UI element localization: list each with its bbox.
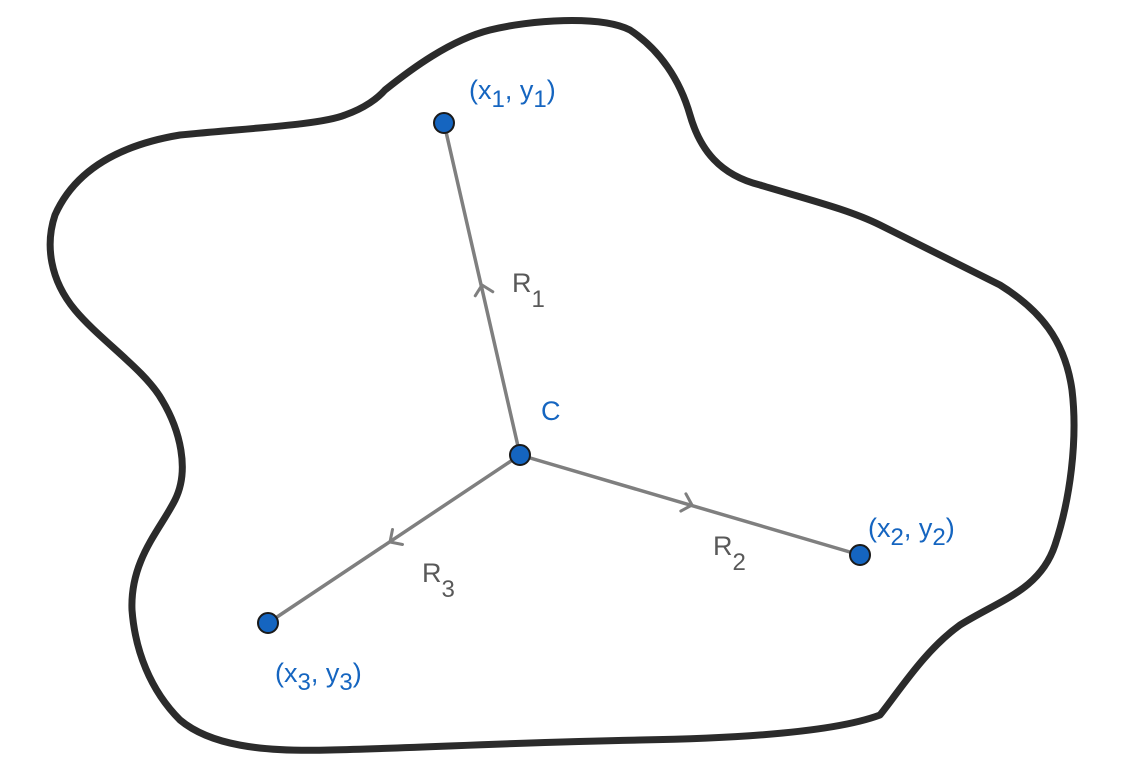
vector-r3-arrowhead [388, 528, 404, 546]
vector-r1-label: R1 [512, 268, 545, 313]
vector-r2-arrowhead [679, 492, 694, 513]
vector-r3-line [266, 453, 522, 625]
region-outline [46, 17, 1078, 754]
point-3-label: (x3, y3) [275, 658, 362, 696]
point-1-label: (x1, y1) [469, 75, 556, 113]
vector-r1-line [442, 121, 522, 457]
vector-r1-arrowhead [473, 283, 495, 298]
point-2-marker [849, 544, 871, 566]
centroid-marker [509, 444, 531, 466]
point-1-marker [433, 112, 455, 134]
point-3-marker [257, 612, 279, 634]
centroid-label: C [541, 396, 561, 426]
vector-r2-label: R2 [713, 531, 746, 576]
vector-r3-label: R3 [422, 558, 455, 603]
point-2-label: (x2, y2) [868, 513, 955, 551]
